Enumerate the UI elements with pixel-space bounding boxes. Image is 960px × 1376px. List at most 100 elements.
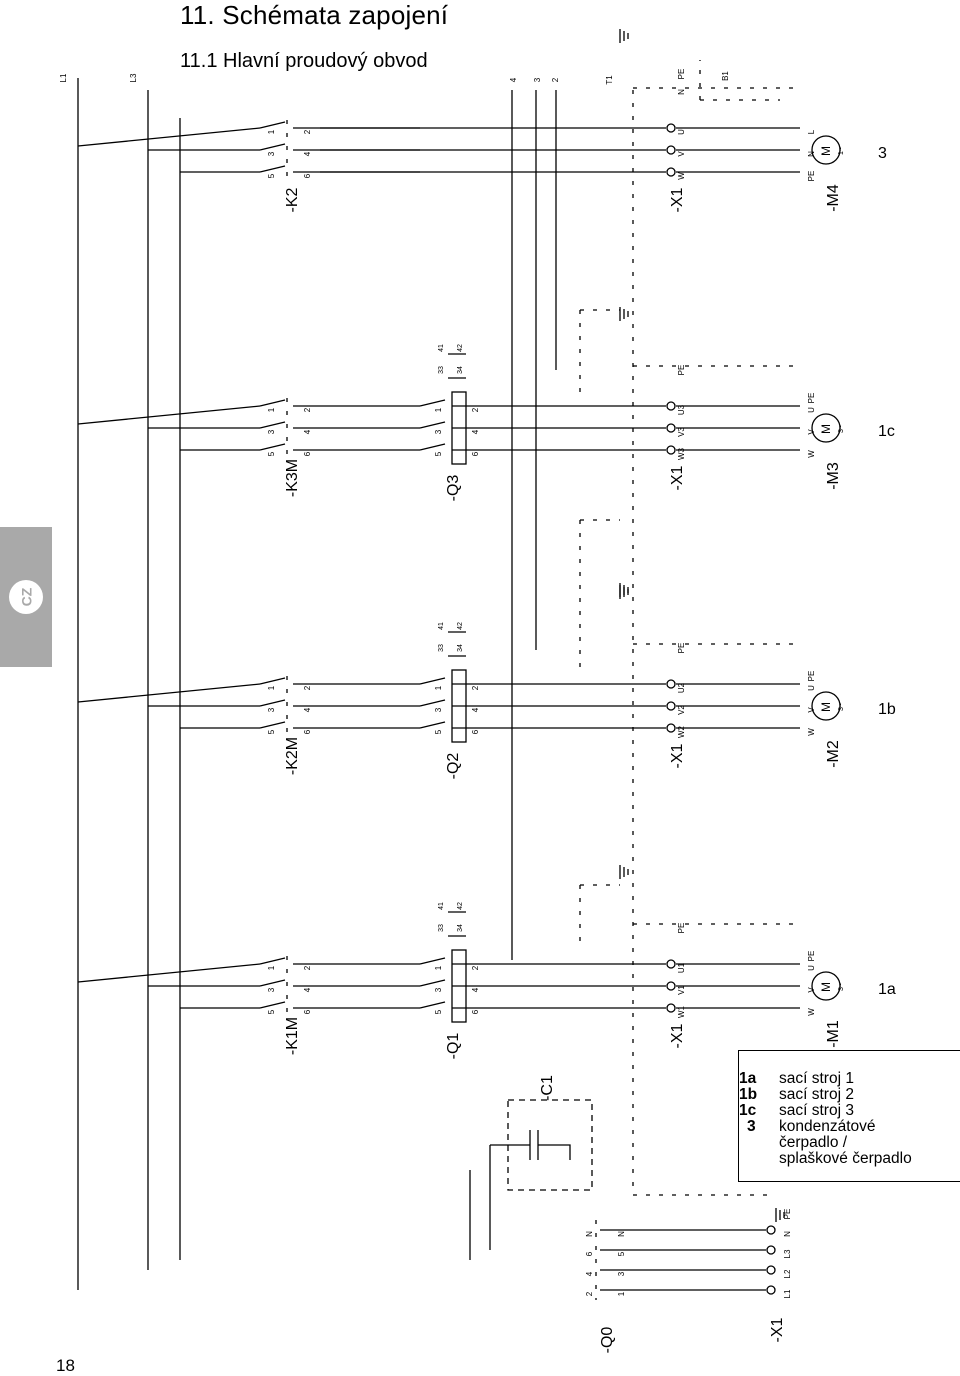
pin-number: N	[617, 1231, 626, 1237]
pin-number: 3	[267, 707, 276, 712]
terminal-label: N	[783, 1231, 792, 1237]
bus-label: 3	[533, 77, 542, 82]
motor-pin-label: U	[807, 965, 816, 971]
pin-number: 4	[471, 987, 480, 992]
pin-number: 1	[617, 1291, 626, 1296]
pin-number: 6	[471, 729, 480, 734]
pin-number: 2	[471, 965, 480, 970]
bus-label: T1	[605, 75, 614, 85]
bus-label: 2	[551, 77, 560, 82]
breaker-ref: -Q1	[445, 1033, 462, 1060]
pin-number: 1	[267, 965, 276, 970]
main-switch-ref: -Q0	[599, 1327, 616, 1354]
motor-pin-label: V	[807, 429, 816, 435]
motor-phase: 3~	[838, 983, 845, 991]
breaker-contact	[419, 979, 446, 987]
aux-contact-label: 34	[457, 644, 464, 652]
contact	[259, 165, 286, 173]
motor-pin-label: W	[807, 1008, 816, 1016]
breaker-contact	[419, 721, 446, 729]
terminal-label: PE	[677, 69, 686, 80]
supply-terminal-ref: -X1	[769, 1317, 786, 1342]
motor-letter: M	[819, 702, 833, 712]
pin-number: 3	[267, 151, 276, 156]
breaker-contact	[419, 677, 446, 685]
terminal-label: V1	[677, 985, 686, 995]
terminal-label: W	[677, 172, 686, 180]
contact	[259, 979, 286, 987]
pin-number: 4	[303, 707, 312, 712]
breaker-contact	[419, 699, 446, 707]
terminal-label: W1	[677, 1005, 686, 1018]
legend-description: sací stroj 3	[779, 1102, 854, 1119]
terminal-ref: -X1	[669, 743, 686, 768]
aux-contact-label: 42	[457, 902, 464, 910]
bus-label: L1	[59, 73, 68, 82]
aux-contact-label: 33	[438, 644, 445, 652]
legend-code: 1c	[739, 1102, 757, 1119]
terminal-label: L2	[783, 1269, 792, 1278]
motor-group-label: 1c	[878, 423, 895, 440]
pin-number: 6	[471, 451, 480, 456]
motor-pin-label: U	[807, 407, 816, 413]
terminal-point	[666, 123, 676, 133]
pin-number: N	[585, 1231, 594, 1237]
motor-letter: M	[819, 424, 833, 434]
legend-box: 1a sací stroj 1 1b sací stroj 2 1c sací …	[738, 1050, 960, 1182]
pin-number: 2	[471, 407, 480, 412]
terminal-point	[666, 679, 676, 689]
contactor-ref: -K2M	[284, 737, 301, 775]
aux-contact-label: 41	[438, 344, 445, 352]
motor-ref: -M1	[825, 1020, 842, 1048]
pin-number: 4	[303, 987, 312, 992]
phase-wire	[77, 963, 261, 983]
breaker-contact	[419, 957, 446, 965]
phase-wire	[77, 683, 261, 703]
pin-number: 4	[303, 151, 312, 156]
terminal-point	[666, 401, 676, 411]
motor-group-label: 3	[878, 145, 887, 162]
pin-number: 6	[585, 1251, 594, 1256]
terminal-label: L1	[783, 1289, 792, 1298]
motor-group-label: 1a	[878, 981, 896, 998]
terminal-point	[666, 701, 676, 711]
terminal-label: U3	[677, 404, 686, 415]
pin-number: 4	[471, 429, 480, 434]
motor-pin-label: PE	[807, 171, 816, 182]
contact	[259, 1001, 286, 1009]
breaker-contact	[419, 399, 446, 407]
pin-number: 3	[267, 429, 276, 434]
pin-number: 5	[267, 451, 276, 456]
motor-pin-label: PE	[807, 671, 816, 682]
pin-number: 5	[434, 1009, 443, 1014]
pin-number: 1	[434, 965, 443, 970]
terminal-point	[666, 981, 676, 991]
pin-number: 1	[434, 685, 443, 690]
terminal-label: PE	[677, 365, 686, 376]
aux-contact-label: 42	[457, 344, 464, 352]
aux-contact-label: 33	[438, 366, 445, 374]
motor-symbol	[811, 971, 841, 1001]
breaker-contact	[419, 421, 446, 429]
pin-number: 3	[617, 1271, 626, 1276]
contact	[259, 721, 286, 729]
legend-code: 3	[747, 1118, 756, 1135]
pin-number: 3	[434, 429, 443, 434]
pin-number: 6	[303, 729, 312, 734]
pin-number: 2	[303, 685, 312, 690]
contact	[259, 421, 286, 429]
terminal-ref: -X1	[669, 1023, 686, 1048]
terminal-point	[766, 1245, 776, 1255]
terminal-label: V3	[677, 427, 686, 437]
terminal-point	[666, 423, 676, 433]
pin-number: 5	[267, 1009, 276, 1014]
terminal-point	[766, 1225, 776, 1235]
motor-pin-label: V	[807, 707, 816, 713]
legend-item: 1c sací stroj 3	[739, 1103, 959, 1119]
terminal-label: PE	[677, 643, 686, 654]
motor-phase: 3~	[838, 425, 845, 433]
aux-contact-label: 42	[457, 622, 464, 630]
pin-number: 6	[471, 1009, 480, 1014]
pin-number: 6	[303, 1009, 312, 1014]
